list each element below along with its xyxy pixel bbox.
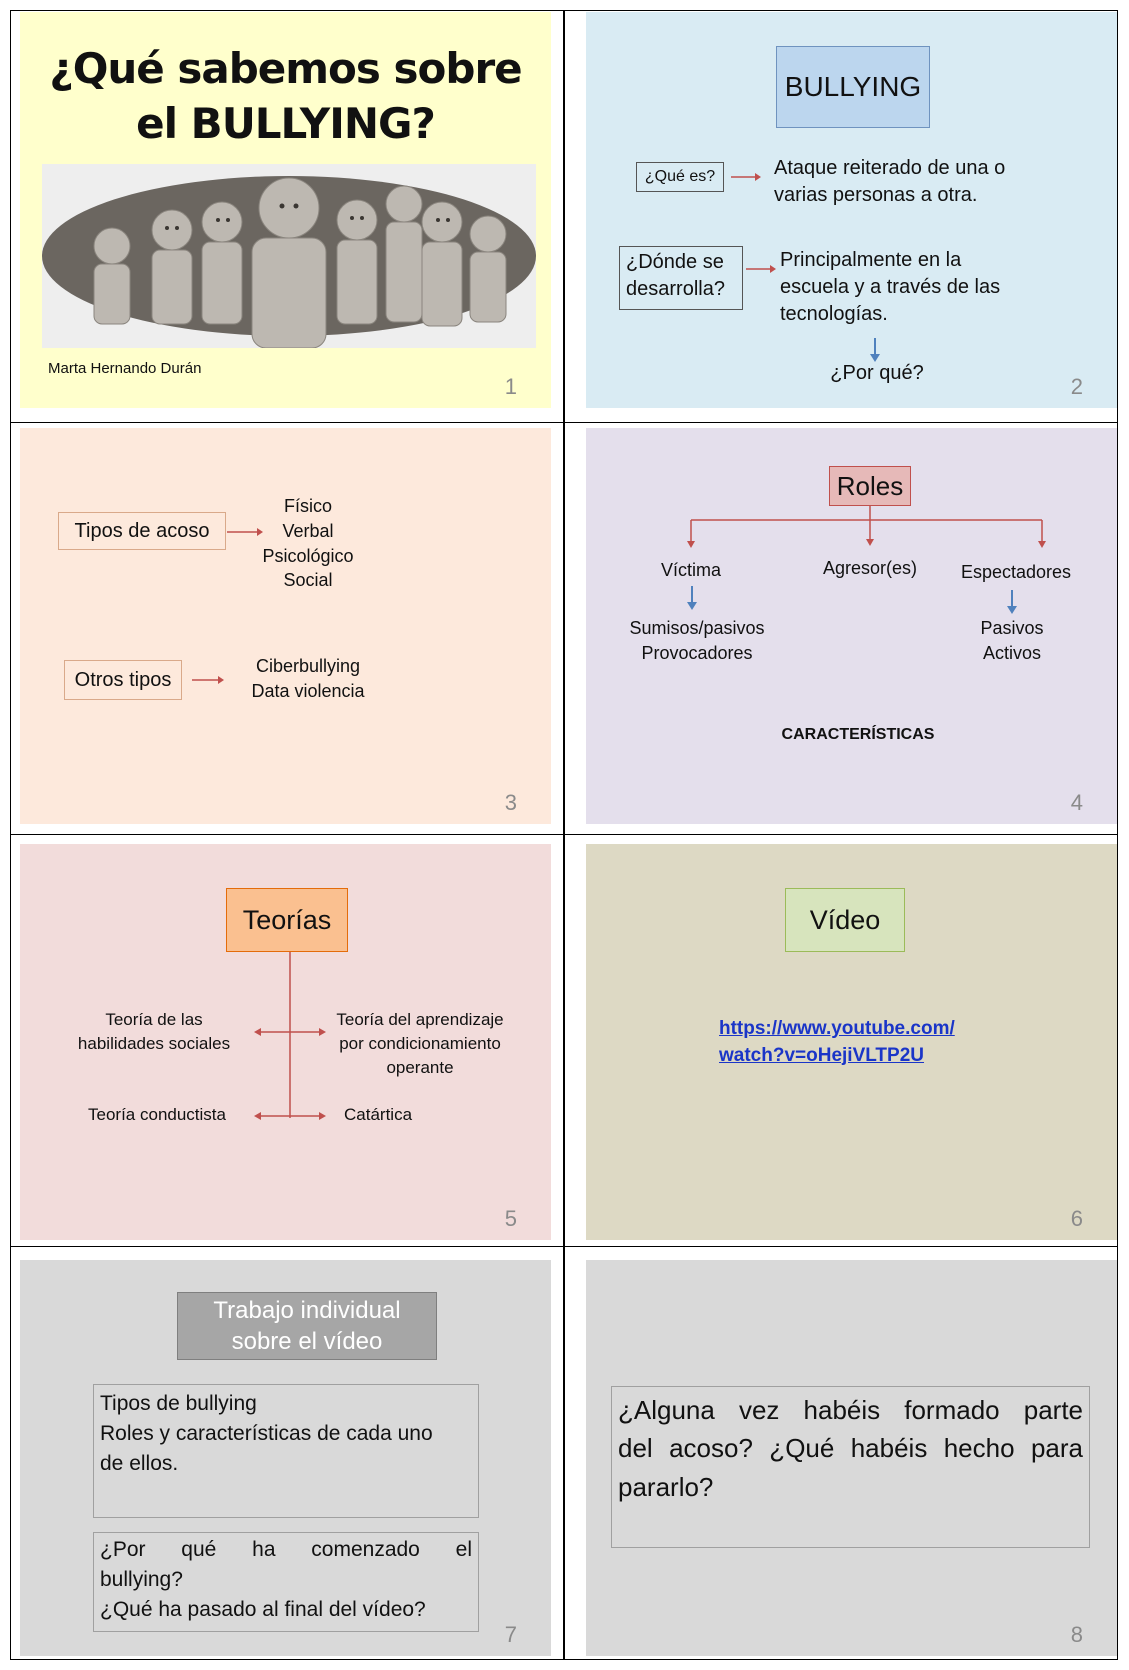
- role-espectadores: Espectadores: [960, 562, 1072, 582]
- teorias-tree-arrows: [254, 952, 326, 1120]
- slide-1-title: ¿Qué sabemos sobre el BULLYING?: [49, 44, 522, 148]
- list-item: Sumisos/pasivos: [629, 618, 765, 638]
- slide-5[interactable]: Teorías Teoría de las habilidades social…: [20, 844, 551, 1240]
- por-que-text: ¿Por qué?: [830, 362, 924, 384]
- grid-border-right: [1117, 10, 1118, 1660]
- list-item: Pasivos: [980, 618, 1044, 638]
- arrow-right-icon: [746, 265, 776, 273]
- author-name: Marta Hernando Durán: [48, 360, 202, 377]
- arrow-down-icon: [687, 586, 697, 610]
- box2-justified-line: ¿Por qué ha comenzado el: [100, 1535, 472, 1565]
- donde-answer: Principalmente en la escuela y a través …: [780, 249, 1001, 325]
- slide-number: 3: [504, 790, 517, 815]
- list-item: Físico: [283, 496, 332, 516]
- pregunta-line: del acoso? ¿Qué habéis hecho para: [618, 1433, 1083, 1464]
- arrow-right-icon: [731, 173, 761, 181]
- slide-8[interactable]: ¿Alguna vez habéis formado parte del aco…: [586, 1260, 1117, 1656]
- arrow-down-icon: [1007, 590, 1017, 614]
- otros-tipos-label: Otros tipos: [64, 660, 182, 700]
- pregunta-box: ¿Alguna vez habéis formado parte del aco…: [611, 1386, 1090, 1548]
- caracteristicas-label: CARACTERÍSTICAS: [781, 726, 935, 743]
- list-item: Verbal: [282, 520, 334, 541]
- bullying-heading: BULLYING: [776, 46, 930, 128]
- grid-border-left: [10, 10, 11, 1660]
- video-heading: Vídeo: [785, 888, 905, 952]
- list-item: Provocadores: [641, 642, 753, 663]
- list-item: Ciberbullying: [255, 656, 361, 676]
- trabajo-box-2: ¿Por qué ha comenzado el bullying? ¿Qué …: [93, 1532, 479, 1632]
- grid-divider-row1: [10, 422, 1118, 423]
- slide-number: 4: [1070, 790, 1083, 815]
- slide-number: 8: [1070, 1622, 1083, 1647]
- role-victima: Víctima: [660, 560, 721, 580]
- slide-2[interactable]: BULLYING ¿Qué es? Ataque reiterado de un…: [586, 12, 1117, 408]
- list-item: Psicológico: [262, 545, 354, 566]
- list-item: Social: [283, 570, 333, 591]
- grid-divider-vertical: [563, 10, 565, 1660]
- teoria-aprendizaje: Teoría del aprendizaje por condicionamie…: [336, 1010, 504, 1077]
- arrow-down-icon: [870, 338, 880, 362]
- slide-number: 1: [504, 374, 517, 399]
- teorias-heading: Teorías: [226, 888, 348, 952]
- box2-line1: ¿Por qué ha comenzado el: [100, 1538, 472, 1561]
- slide-grid: [10, 10, 1118, 1660]
- slide-number: 6: [1070, 1206, 1083, 1231]
- slide-number: 2: [1070, 374, 1083, 399]
- que-es-label: ¿Qué es?: [636, 162, 724, 192]
- tipos-acoso-list: Físico Verbal Psicológico Social: [238, 494, 378, 593]
- espectadores-types: Pasivos Activos: [962, 616, 1062, 666]
- arrow-right-icon: [227, 528, 263, 536]
- grid-divider-row2: [10, 834, 1118, 835]
- trabajo-box-1: Tipos de bullying Roles y característica…: [93, 1384, 479, 1518]
- trabajo-heading: Trabajo individual sobre el vídeo: [177, 1292, 437, 1360]
- teoria-habilidades: Teoría de las habilidades sociales: [77, 1010, 231, 1053]
- victima-types: Sumisos/pasivos Provocadores: [622, 616, 772, 666]
- tipos-acoso-label: Tipos de acoso: [58, 512, 226, 550]
- bullying-illustration: [42, 164, 536, 348]
- slide-number: 5: [504, 1206, 517, 1231]
- list-item: Data violencia: [251, 681, 365, 702]
- teoria-catartica: Catártica: [344, 1105, 413, 1124]
- slide-7[interactable]: Trabajo individual sobre el vídeo Tipos …: [20, 1260, 551, 1656]
- pregunta-line: pararlo?: [618, 1471, 714, 1502]
- list-item: Activos: [982, 642, 1042, 663]
- pregunta-line: ¿Alguna vez habéis formado parte: [618, 1395, 1083, 1425]
- roles-tree-arrows: [687, 506, 1046, 548]
- arrow-right-icon: [192, 676, 224, 684]
- slide-3[interactable]: Tipos de acoso Físico Verbal Psicológico…: [20, 428, 551, 824]
- slide-4[interactable]: Roles Víctima Agresor(es) Espectadores S…: [586, 428, 1117, 824]
- grid-divider-row3: [10, 1246, 1118, 1247]
- teoria-conductista: Teoría conductista: [88, 1105, 226, 1124]
- youtube-link[interactable]: https://www.youtube.com/ watch?v=oHejiVL…: [719, 1018, 955, 1066]
- roles-heading: Roles: [829, 466, 911, 506]
- role-agresores: Agresor(es): [822, 558, 918, 578]
- donde-label: ¿Dónde se desarrolla?: [619, 246, 743, 310]
- otros-tipos-list: Ciberbullying Data violencia: [238, 654, 378, 704]
- que-es-answer: Ataque reiterado de una o varias persona…: [774, 157, 1006, 206]
- slide-number: 7: [504, 1622, 517, 1647]
- slide-1[interactable]: ¿Qué sabemos sobre el BULLYING?: [20, 12, 551, 408]
- slide-6[interactable]: Vídeo https://www.youtube.com/ watch?v=o…: [586, 844, 1117, 1240]
